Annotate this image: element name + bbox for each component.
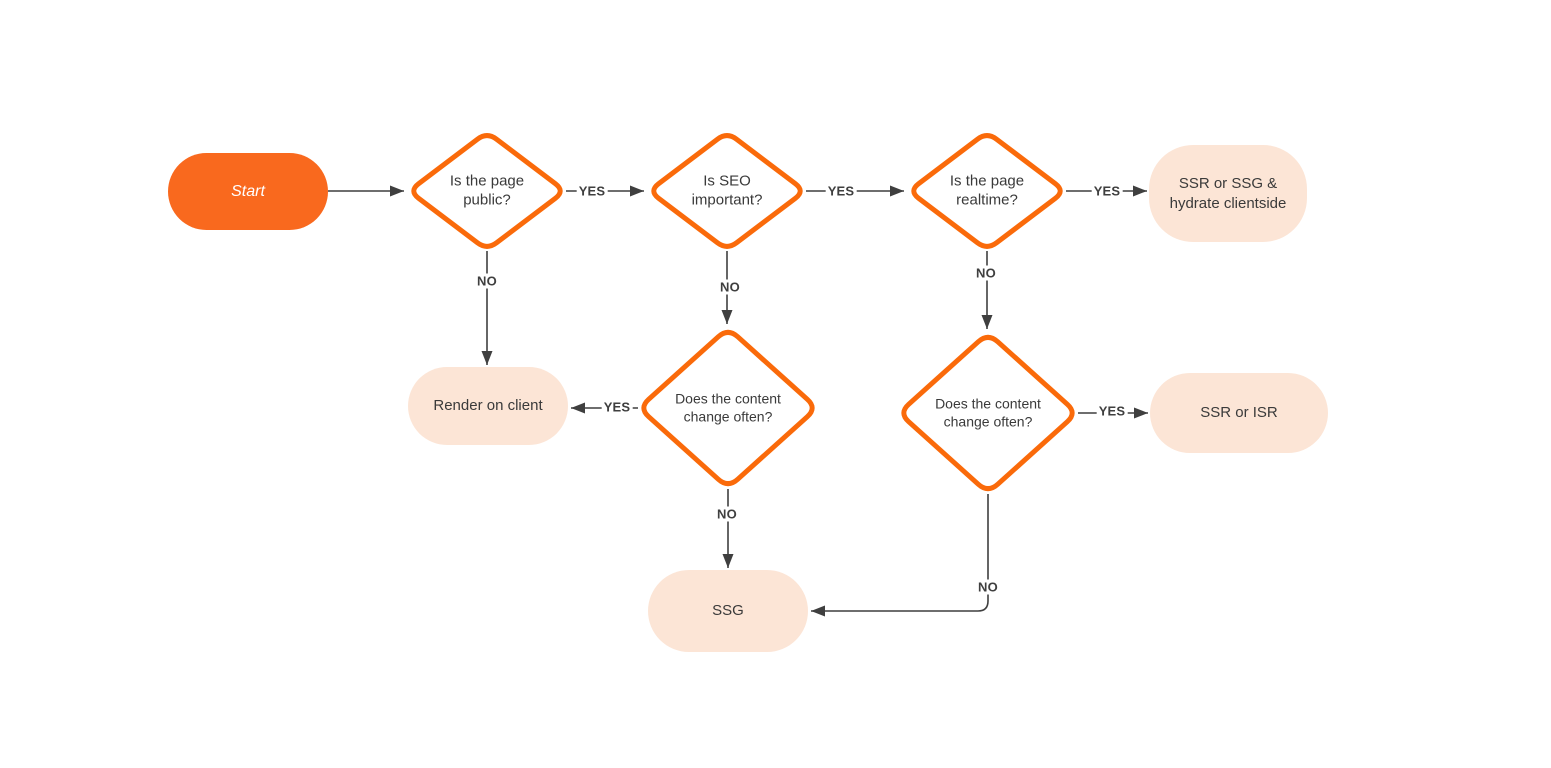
edge-label-no: NO [475,273,499,289]
decision-shape-content-change-left [641,329,815,487]
decision-shape-content-change-right [901,334,1075,492]
decision-label-content-change-right: Does the content change often? [935,395,1041,430]
edge-label-no: NO [976,579,1000,595]
decision-label-is-page-realtime: Is the page realtime? [949,172,1025,208]
result-node-ssr-ssg-hydrate: SSR or SSG & hydrate clientside [1149,145,1307,242]
edge-label-no: NO [718,279,742,295]
edge-label-yes: YES [1091,183,1123,199]
result-node-ssr-isr: SSR or ISR [1150,373,1328,453]
result-node-render-on-client: Render on client [408,367,568,445]
result-node-label: SSG [712,602,744,620]
edge-label-yes: YES [601,399,633,415]
edge-label-yes: YES [576,183,608,199]
result-node-label: SSR or SSG & hydrate clientside [1169,175,1287,212]
start-node-label: Start [231,182,265,200]
decision-shape-is-seo-important [651,133,803,249]
decision-label-is-seo-important: Is SEO important? [691,172,763,208]
edge-change-right-no-ssg [811,494,989,617]
start-node: Start [168,153,328,230]
edge-label-no: NO [974,265,998,281]
decision-label-is-page-public: Is the page public? [449,172,525,208]
decision-shape-is-page-realtime [911,133,1063,249]
result-node-ssg: SSG [648,570,808,652]
edge-label-yes: YES [1096,403,1128,419]
edge-label-no: NO [715,506,739,522]
decision-label-content-change-left: Does the content change often? [675,390,781,425]
decision-shape-is-page-public [411,133,563,249]
result-node-label: SSR or ISR [1200,404,1278,422]
edge-label-yes: YES [825,183,857,199]
result-node-label: Render on client [433,397,543,415]
